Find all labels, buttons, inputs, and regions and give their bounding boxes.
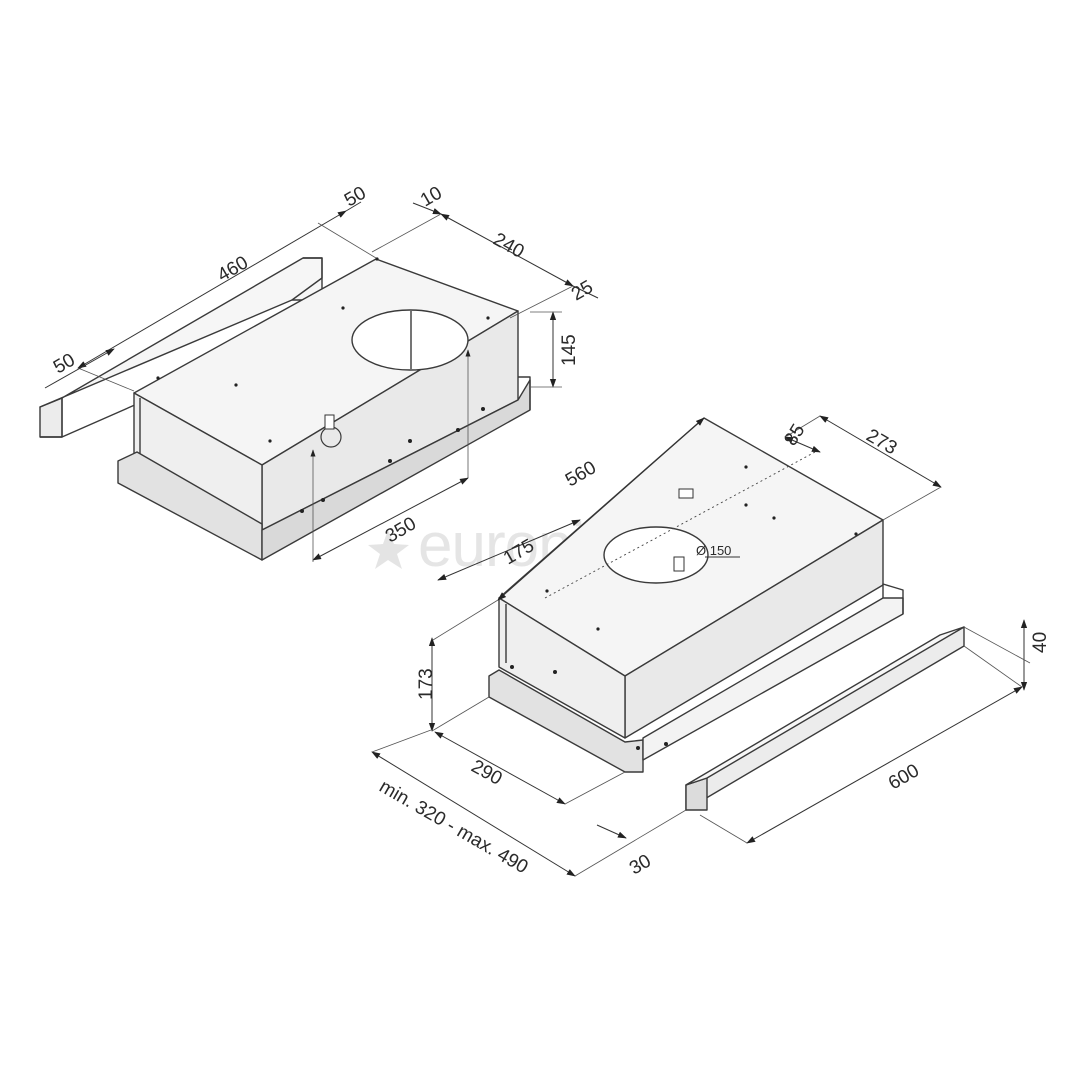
- ext-600-right: [963, 645, 1023, 688]
- rail-edge: [61, 403, 138, 438]
- dim-460-label: 460: [214, 252, 252, 286]
- dim-50-top-label: 50: [341, 183, 370, 212]
- dim-minmax-label: min. 320 - max. 490: [376, 776, 532, 878]
- ext-273-top: [786, 415, 821, 437]
- rail-stop: [518, 376, 531, 410]
- dim-50-left-line: [44, 348, 115, 389]
- dim-290-label: 290: [468, 756, 506, 790]
- bottom-view-hood: [488, 417, 965, 811]
- dim-175-line: [437, 519, 581, 581]
- dim-40-label: 40: [1030, 632, 1051, 653]
- dim-150-label: Ø 150: [696, 543, 731, 558]
- dim-460-line: [77, 210, 347, 369]
- ext-600-left: [699, 814, 748, 844]
- dim-50-top-tail: [345, 201, 362, 212]
- screw-dots-2: [510, 465, 858, 750]
- duct-hole: [351, 309, 469, 371]
- ext-minmax-left: [371, 729, 432, 753]
- dim-350-line: [312, 477, 469, 561]
- ext-290-right: [564, 771, 626, 805]
- rail-end: [40, 398, 63, 438]
- dim-50-left-label: 50: [50, 350, 79, 379]
- ext-240-right: [509, 285, 574, 319]
- ext-240-left: [371, 213, 442, 253]
- ext-460-right: [317, 222, 377, 259]
- dim-273-label: 273: [863, 425, 901, 459]
- rail-bracket-2: [882, 583, 904, 614]
- dim-600-label: 600: [885, 760, 923, 794]
- mount-clip: [678, 488, 694, 499]
- ext-560-left: [432, 599, 499, 641]
- left-bracket: [39, 397, 63, 438]
- dim-10-label: 10: [417, 183, 446, 212]
- dim-30-label: 30: [626, 851, 655, 880]
- dim-25-tail: [572, 285, 599, 299]
- dim-10-line: [412, 202, 442, 215]
- duct-hole-2: [603, 526, 709, 584]
- ext-173-bottom: [431, 696, 490, 732]
- dim-240-line: [440, 213, 574, 287]
- dim-85-line: [784, 436, 821, 453]
- dim-25-label: 25: [568, 277, 597, 306]
- ext-minmax-right: [574, 809, 687, 877]
- dim-minmax-line: [371, 751, 576, 877]
- dim-560-label: 560: [562, 457, 600, 491]
- ext-40-top: [963, 626, 1031, 664]
- dim-273-line: [819, 415, 942, 488]
- side-face-2: [498, 597, 626, 739]
- dim-145-label: 145: [559, 334, 580, 366]
- clip-tab: [324, 414, 335, 430]
- duct-clip: [673, 556, 685, 572]
- dim-173-label: 173: [416, 668, 437, 700]
- dim-600-line: [746, 686, 1023, 844]
- dim-30-line: [596, 824, 627, 839]
- ext-273-bottom: [882, 486, 942, 521]
- ext-460-left: [77, 367, 135, 392]
